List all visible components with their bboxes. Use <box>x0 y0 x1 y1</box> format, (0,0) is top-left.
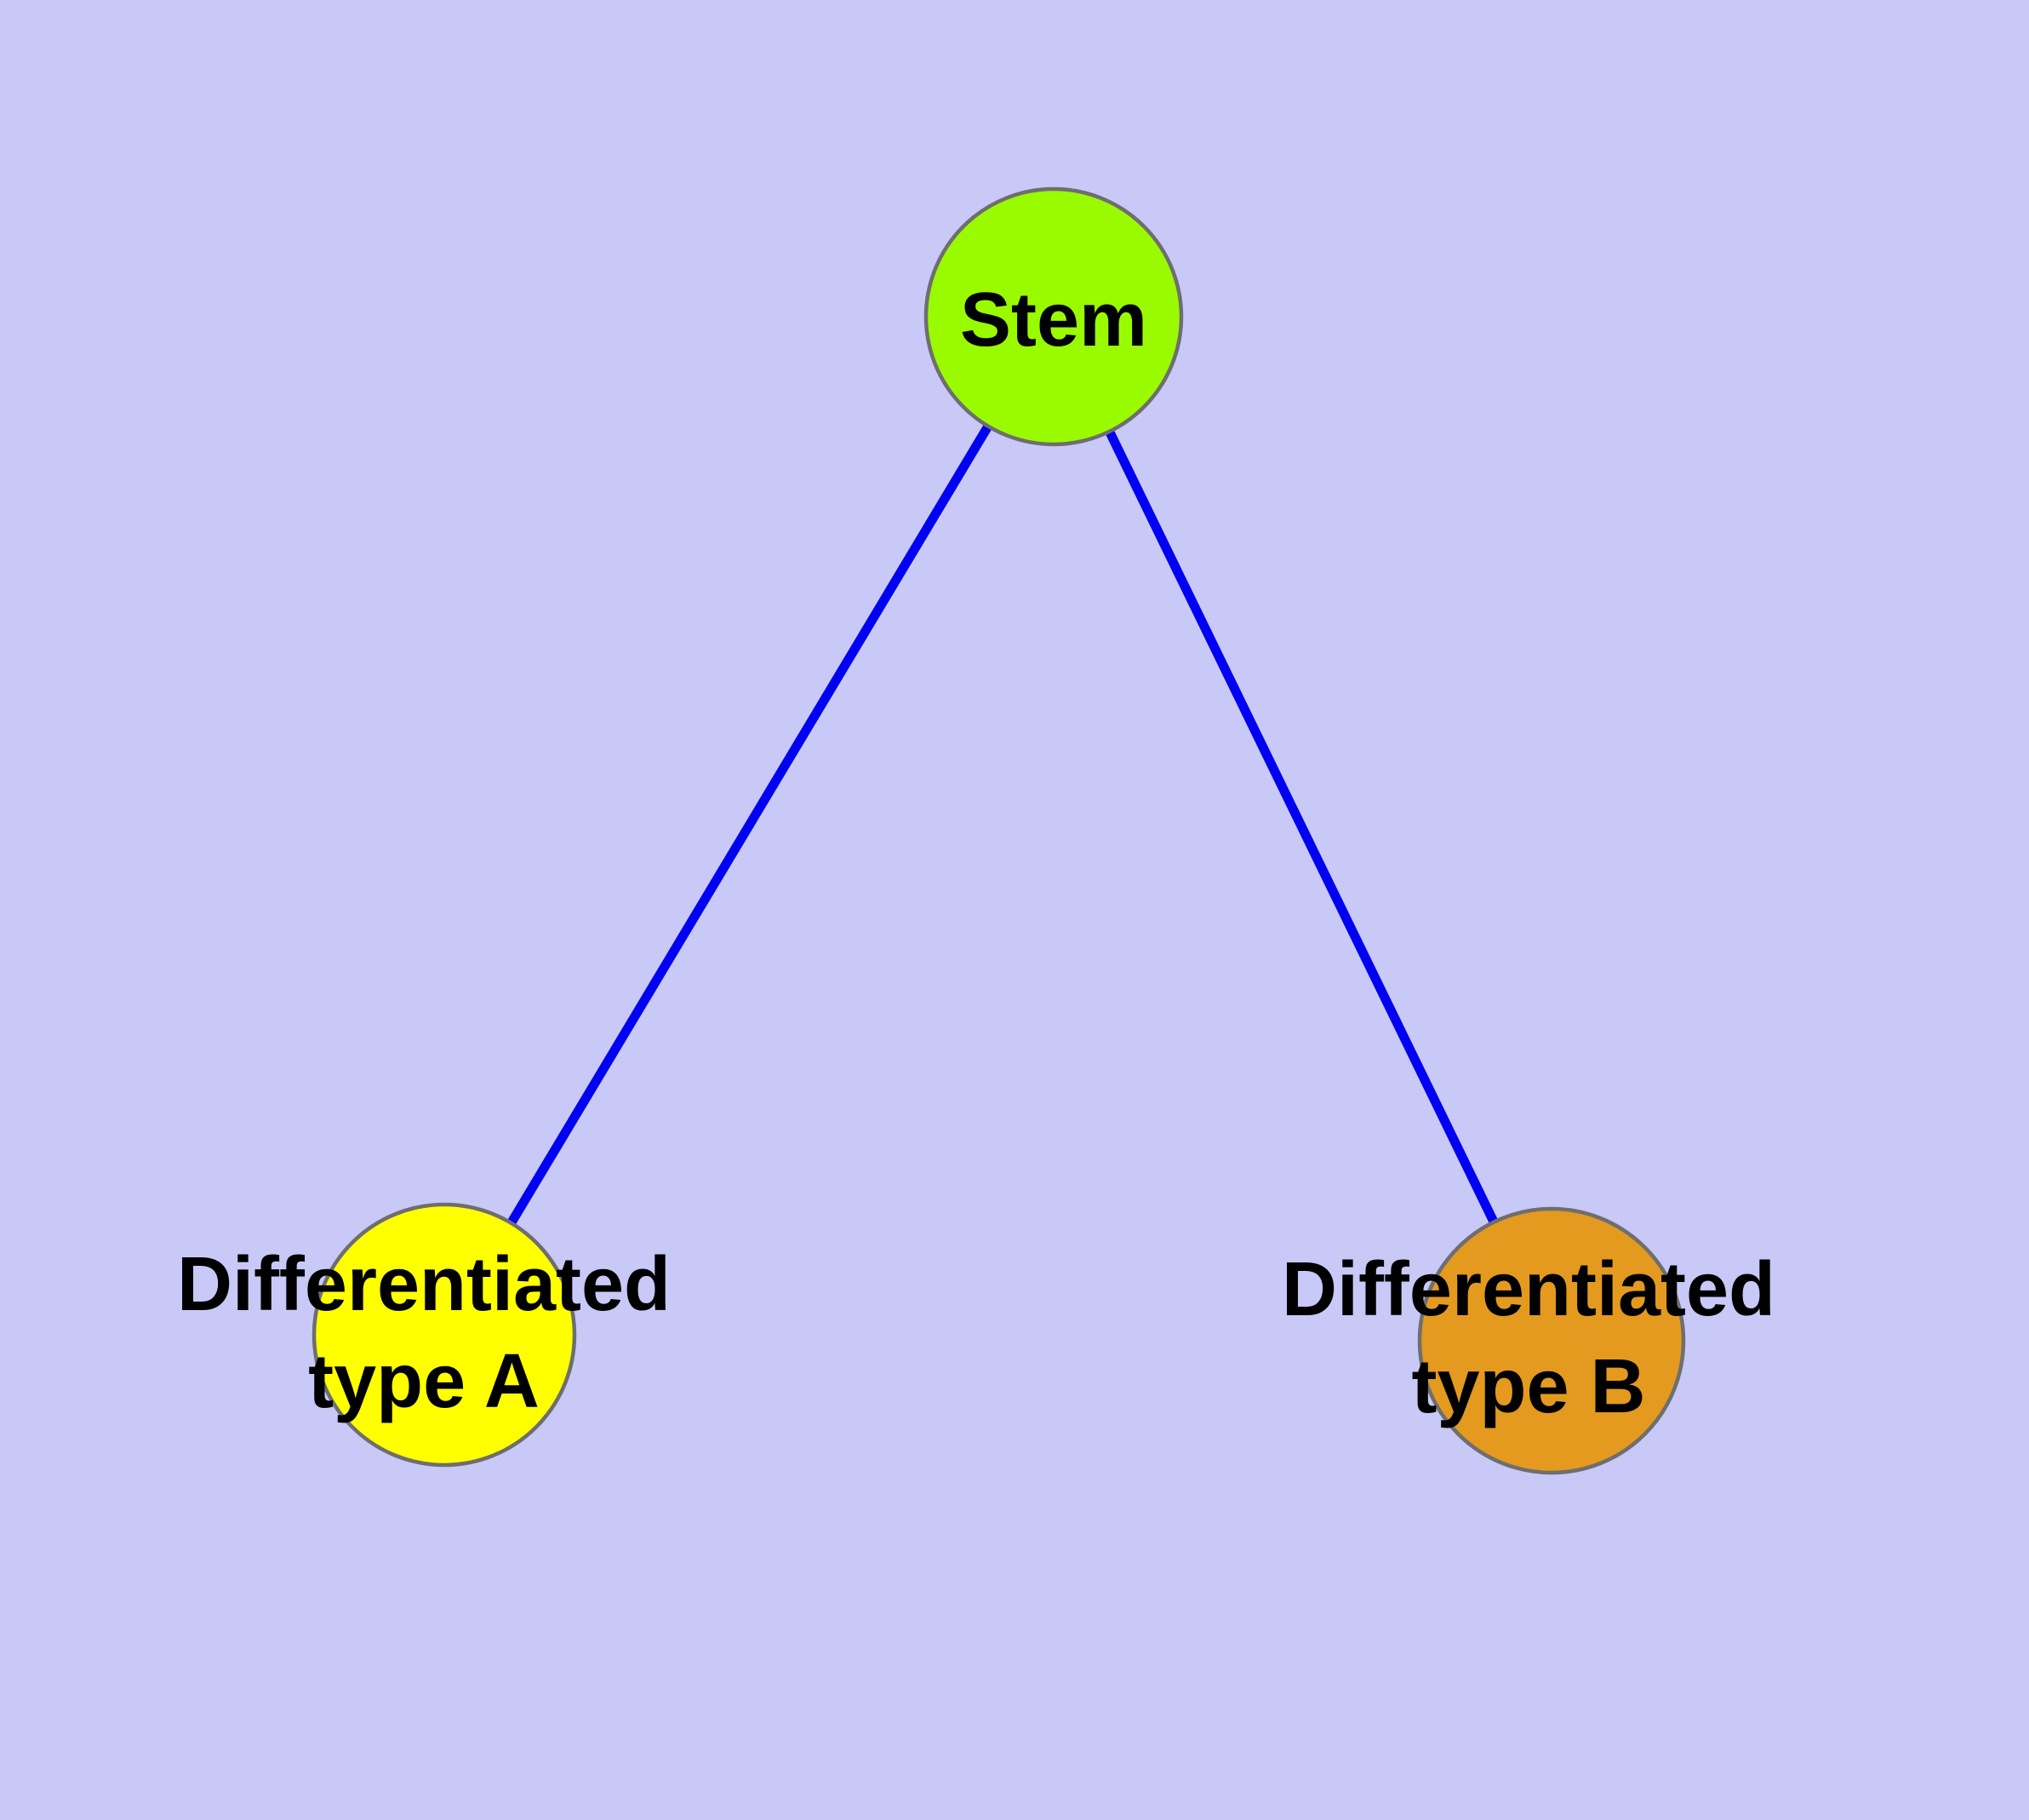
node-differentiated-type-a-label-line-2: type A <box>308 1339 540 1424</box>
node-differentiated-type-a-circle <box>311 1202 577 1468</box>
node-differentiated-type-b-label-line-1: Differentiated <box>1282 1247 1775 1332</box>
edge-stem-to-differentiated-type-a <box>440 314 1058 1337</box>
edge-stem-to-differentiated-type-b <box>1049 314 1556 1343</box>
node-stem-label-line-1: Stem <box>960 278 1147 363</box>
node-differentiated-type-a-label-line-1: Differentiated <box>177 1242 671 1327</box>
node-differentiated-type-b-label-line-2: type B <box>1411 1344 1645 1429</box>
node-differentiated-type-b-circle <box>1417 1206 1686 1475</box>
node-stem-circle <box>923 186 1184 447</box>
